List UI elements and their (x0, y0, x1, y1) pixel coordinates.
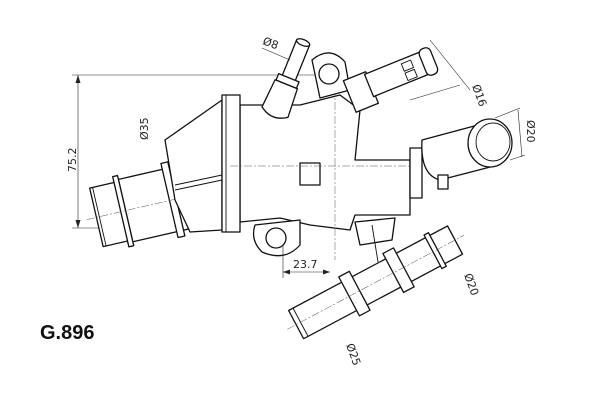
inlet-diameter-label: Ø35 (138, 117, 151, 140)
upper-mount-hole (318, 63, 340, 85)
main-body (221, 52, 420, 260)
lower-mount-hole (265, 227, 287, 249)
lower-outlet-pipe (287, 225, 464, 340)
lower-outlet-diameter-label: Ø20 (461, 272, 481, 298)
lower-pipe-diameter-label: Ø25 (343, 342, 363, 368)
sensor-diameter-label: Ø16 (469, 83, 489, 109)
right-outlet (409, 118, 513, 199)
nipple-diameter-label: Ø8 (261, 35, 280, 53)
nipple-8mm (261, 38, 311, 119)
temperature-sensor-connector (342, 47, 439, 113)
offset-dimension (282, 245, 330, 278)
offset-dimension-label: 23.7 (293, 258, 318, 271)
right-outlet-diameter-label: Ø20 (524, 120, 537, 143)
part-code: G.896 (40, 322, 95, 344)
height-dimension-label: 75.2 (66, 148, 79, 173)
